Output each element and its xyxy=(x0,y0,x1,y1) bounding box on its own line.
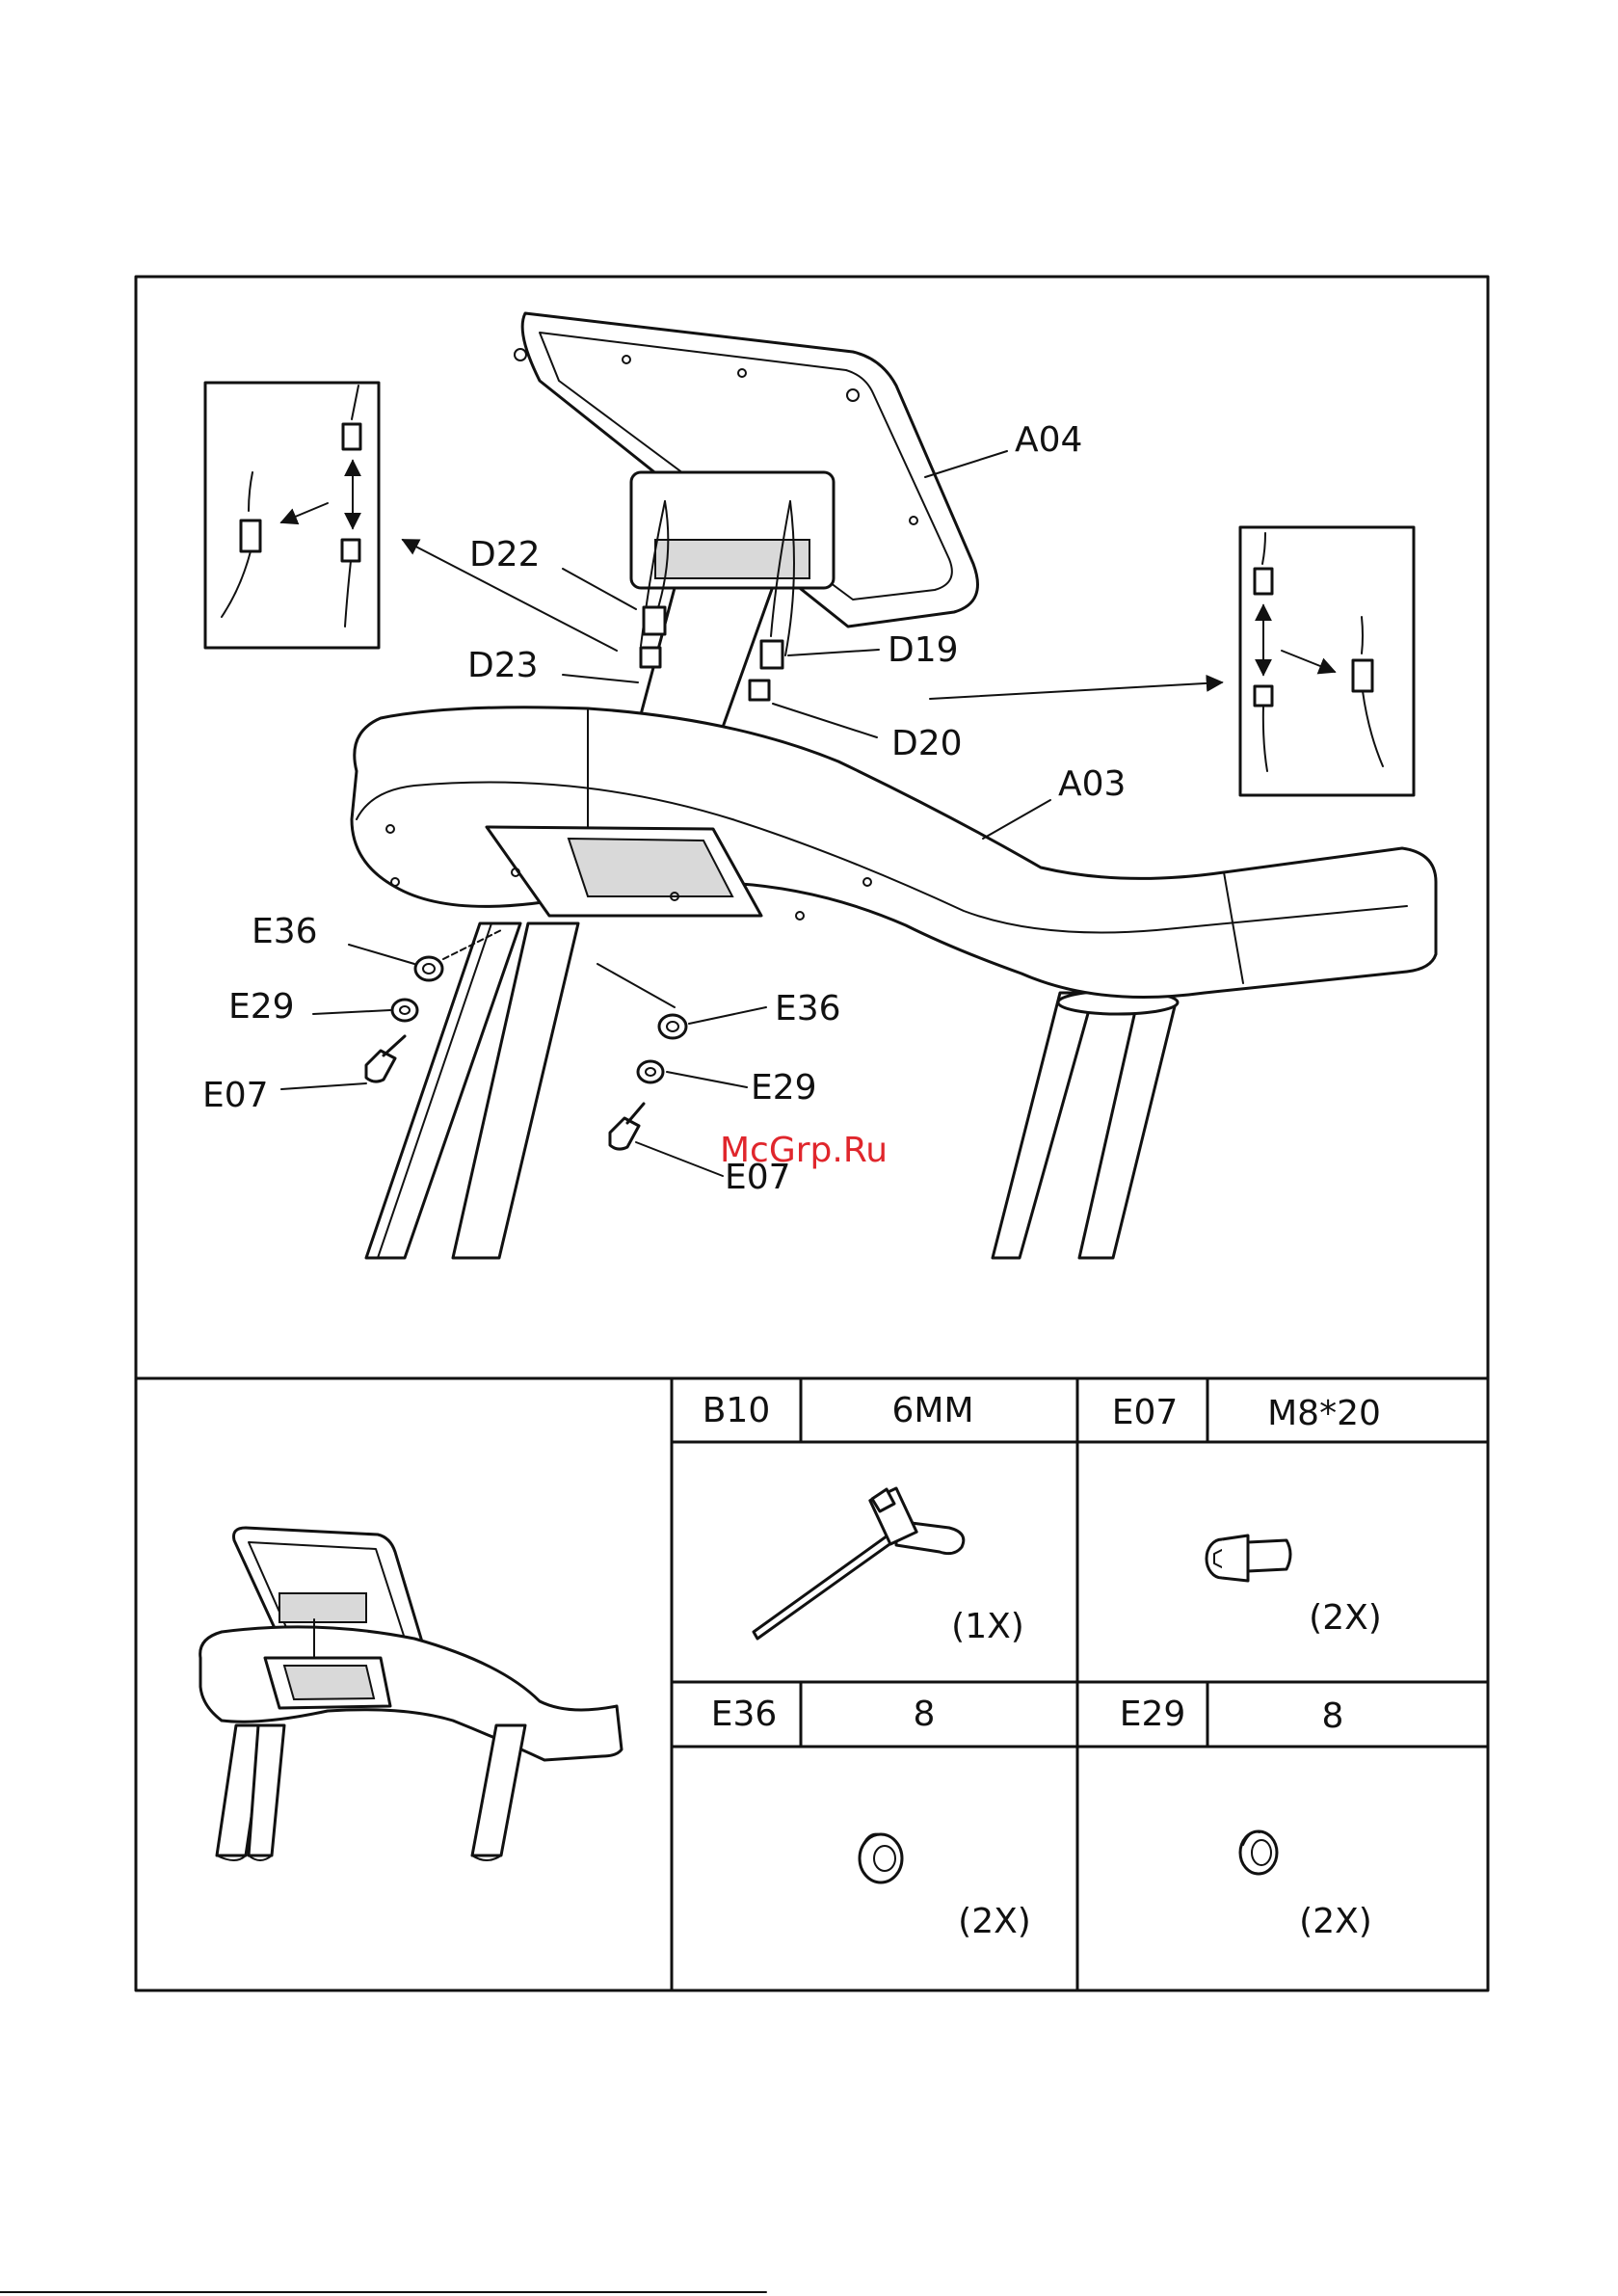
bolt-e07-right xyxy=(610,1118,639,1149)
connector-d19 xyxy=(761,641,782,668)
label-e29-right: E29 xyxy=(751,1068,817,1108)
label-e36-left: E36 xyxy=(252,912,318,951)
bolt-e07-left xyxy=(366,1051,395,1081)
assembled-preview xyxy=(200,1528,622,1860)
washer-e36-illustration xyxy=(860,1834,902,1882)
table-b10-qty: (1X) xyxy=(951,1607,1024,1646)
lock-washer-e29-illustration xyxy=(1240,1831,1277,1874)
inset-connector-left xyxy=(205,383,379,648)
label-d22: D22 xyxy=(469,535,541,574)
label-d19: D19 xyxy=(888,630,959,670)
label-d20: D20 xyxy=(891,724,963,763)
label-e29-left: E29 xyxy=(228,987,295,1027)
table-e07-qty: (2X) xyxy=(1309,1598,1382,1638)
hardware-right-set xyxy=(597,964,686,1149)
right-upright-leg xyxy=(993,991,1178,1258)
label-a04: A04 xyxy=(1015,420,1082,460)
left-upright-leg xyxy=(366,923,578,1258)
table-b10-spec: 6MM xyxy=(891,1391,973,1430)
table-e07-spec: M8*20 xyxy=(1267,1394,1381,1433)
lock-washer-e29-left xyxy=(392,1000,417,1021)
label-a03: A03 xyxy=(1058,764,1126,804)
table-e36-qty: (2X) xyxy=(958,1902,1031,1941)
table-e29-spec: 8 xyxy=(1322,1696,1344,1736)
parts-table: B10 6MM E07 M8*20 E36 8 E29 8 xyxy=(672,1378,1488,1990)
bolt-e07-illustration xyxy=(1207,1535,1290,1581)
table-b10-code: B10 xyxy=(703,1391,771,1430)
connector-d22 xyxy=(644,607,665,634)
washer-e36-right xyxy=(659,1015,686,1038)
label-e07-left: E07 xyxy=(202,1076,269,1115)
connector-d20 xyxy=(750,681,769,700)
arrow-to-right-inset xyxy=(930,682,1222,699)
hex-key-b10-illustration xyxy=(754,1488,964,1639)
washer-e36-left xyxy=(415,957,442,980)
table-e07-code: E07 xyxy=(1112,1393,1179,1432)
watermark: McGrp.Ru xyxy=(720,1131,888,1170)
table-e36-code: E36 xyxy=(711,1695,778,1734)
label-d23: D23 xyxy=(467,646,539,685)
lock-washer-e29-right xyxy=(638,1061,663,1082)
table-e36-spec: 8 xyxy=(914,1695,936,1734)
connector-d23 xyxy=(641,648,660,667)
table-e29-code: E29 xyxy=(1120,1695,1186,1734)
inset-connector-right xyxy=(1240,527,1414,795)
main-illustration: A04 A03 D22 D23 D19 D20 E36 E29 E07 E36 … xyxy=(202,313,1436,1258)
table-e29-qty: (2X) xyxy=(1299,1902,1372,1941)
label-e36-right: E36 xyxy=(775,989,841,1028)
